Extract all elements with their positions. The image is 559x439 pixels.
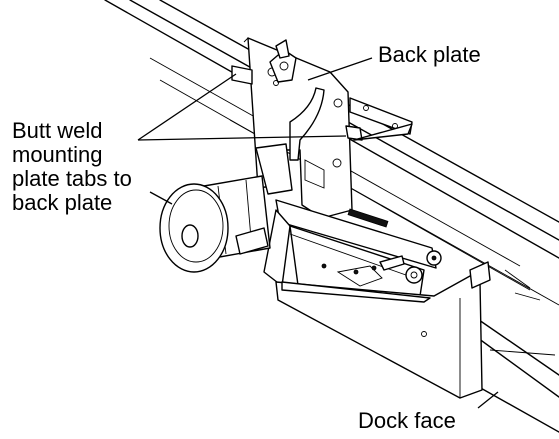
butt-weld-label-line-4: back plate: [12, 190, 112, 215]
lip-assembly: [255, 143, 442, 301]
front-lip-plate: [275, 261, 491, 399]
drum: [159, 175, 271, 273]
back-plate-tabs-leader: [149, 191, 173, 205]
butt-weld-label-line-1: Butt weld: [12, 118, 103, 143]
back-plate-label: Back plate: [378, 42, 481, 67]
butt-weld-leader-2: [137, 135, 347, 141]
back-plate-leader: [307, 57, 373, 81]
callout-labels: Back plate Butt weld mounting plate tabs…: [12, 42, 481, 433]
dock-face-label: Dock face: [358, 408, 456, 433]
butt-weld-leader-1: [137, 73, 237, 141]
leader-lines: [137, 57, 499, 409]
butt-weld-label-line-3: plate tabs to: [12, 166, 132, 191]
butt-weld-label-line-2: mounting: [12, 142, 103, 167]
mounting-plate-tabs: [231, 65, 413, 141]
dock-face-leader: [477, 391, 499, 409]
